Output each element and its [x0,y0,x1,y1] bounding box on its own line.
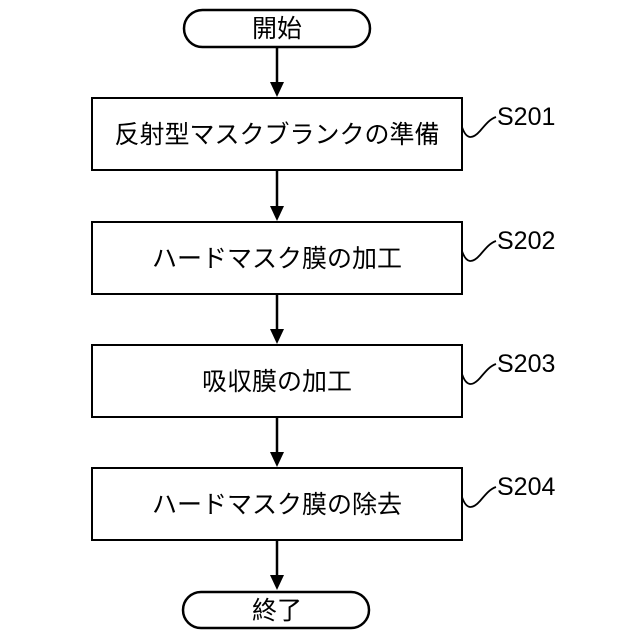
step-s203: 吸収膜の加工 S203 [91,344,555,418]
arrow-head-icon [270,575,284,590]
step-box-s201 [91,97,463,171]
arrow-start-to-step1 [270,47,284,97]
step-code-s202: S202 [497,227,555,255]
arrow-step4-to-end [270,540,284,590]
arrow-head-icon [270,329,284,344]
end-terminal: 終了 [181,590,371,630]
end-terminal-label: 終了 [252,597,302,625]
step-s201: 反射型マスクブランクの準備 S201 [91,97,555,171]
arrow-step1-to-step2 [270,170,284,221]
arrow-head-icon [270,82,284,97]
leader-curve-s202 [461,240,497,262]
start-terminal-label: 開始 [252,15,302,43]
step-s204: ハードマスク膜の除去 S204 [91,467,555,541]
step-label-s204: ハードマスク膜の除去 [152,491,402,519]
arrow-step3-to-step4 [270,417,284,467]
step-label-s202: ハードマスク膜の加工 [152,245,402,273]
step-label-s201: 反射型マスクブランクの準備 [114,121,439,149]
arrow-head-icon [270,452,284,467]
leader-curve-s201 [461,116,497,138]
start-terminal: 開始 [182,8,372,49]
step-box-s204 [91,467,463,541]
end-terminal-shape [181,590,371,630]
step-code-s203: S203 [497,350,555,378]
step-label-s203: 吸収膜の加工 [202,368,352,396]
leader-curve-s204 [461,486,497,508]
step-s202: ハードマスク膜の加工 S202 [91,221,555,295]
step-code-s204: S204 [497,473,555,501]
leader-curve-s203 [461,363,497,385]
step-box-s203 [91,344,463,418]
arrow-step2-to-step3 [270,294,284,344]
step-code-s201: S201 [497,103,555,131]
arrow-head-icon [270,206,284,221]
